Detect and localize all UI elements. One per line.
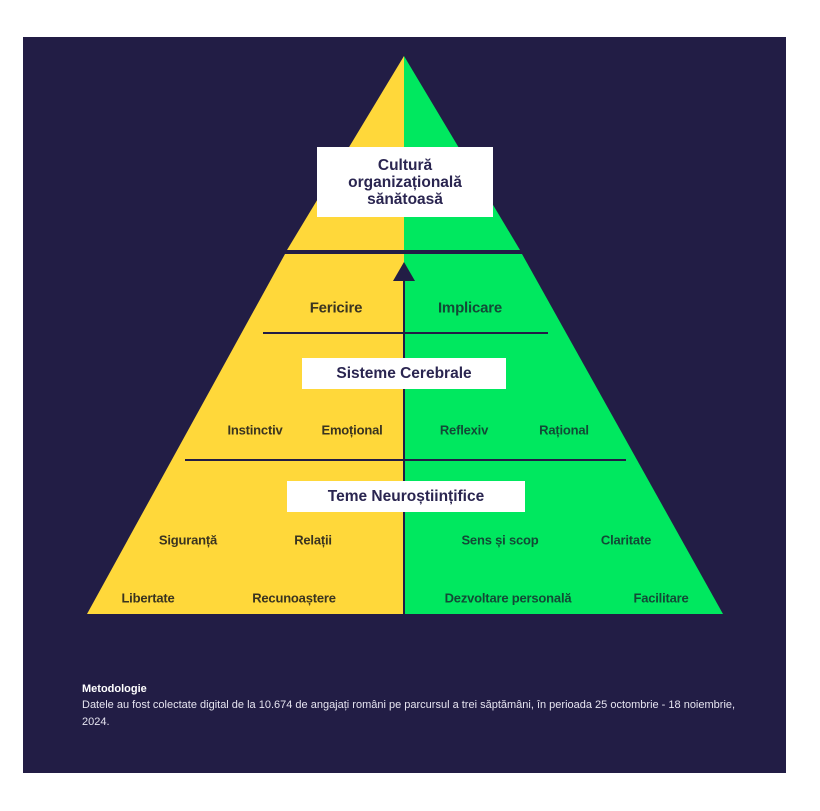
base-right-green [404,254,723,614]
tier2-item: Reflexiv [439,422,489,438]
tier3-item: Dezvoltare personală [444,590,572,606]
tier3-title: Teme Neuroștiințifice [327,487,485,505]
tier1-left-label: Fericire [309,299,363,317]
tier2-item: Instinctiv [227,422,283,438]
base-left-yellow [87,254,404,614]
tier3-item: Claritate [600,532,652,548]
tier2-item: Emoțional [321,422,383,438]
methodology-text: Datele au fost colectate digital de la 1… [82,699,736,728]
methodology-title: Metodologie [82,683,147,695]
tier2-item: Rațional [539,422,589,438]
tier3-item: Facilitare [633,590,689,606]
tier3-title-box: Teme Neuroștiințifice [287,481,525,512]
apex-label-line2: organizațională [348,173,462,191]
tier3-item: Sens și scop [461,532,539,548]
apex-label-line3: sănătoasă [367,190,443,208]
methodology-note: Metodologie Datele au fost colectate dig… [82,681,762,731]
apex-label-line1: Cultură [377,156,433,174]
tier3-item: Relații [294,532,332,548]
tier3-item: Siguranță [158,532,218,548]
tier2-title-box: Sisteme Cerebrale [302,358,506,389]
arrow-up-icon [393,262,415,281]
tier2-title: Sisteme Cerebrale [336,364,472,382]
tier3-item: Recunoaștere [252,590,336,606]
tier1-right-label: Implicare [437,299,503,317]
apex-label-box: Cultură organizațională sănătoasă [317,147,493,217]
tier3-item: Libertate [121,590,175,606]
